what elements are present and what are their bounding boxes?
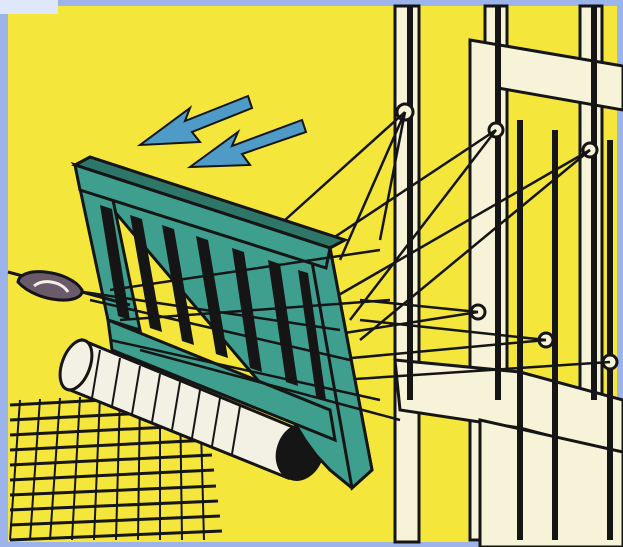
corner-mark [0, 0, 58, 14]
